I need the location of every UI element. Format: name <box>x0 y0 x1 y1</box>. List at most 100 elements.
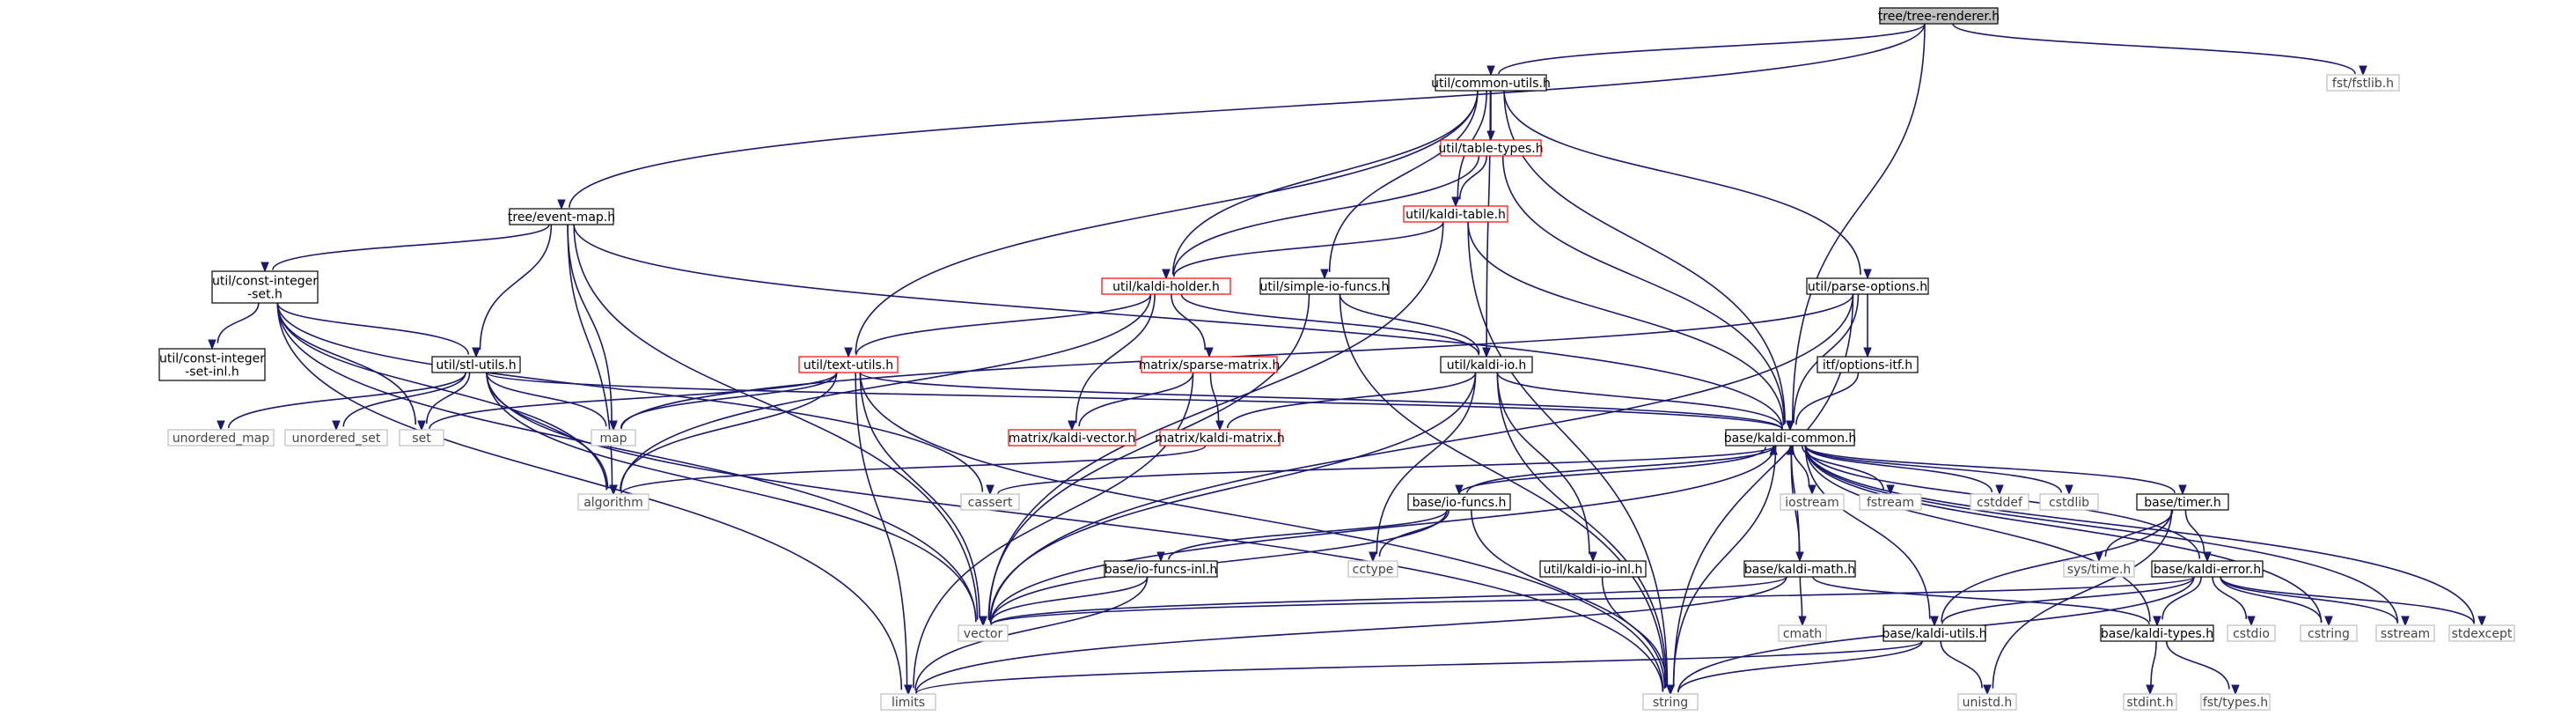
node-kaldi-holder[interactable]: util/kaldi-holder.h <box>1101 277 1231 295</box>
arrowhead <box>2231 684 2240 696</box>
node-simple-io[interactable]: util/simple-io-funcs.h <box>1259 277 1390 295</box>
arrowhead <box>1769 444 1778 455</box>
node-cassert: cassert <box>960 493 1020 511</box>
arrowhead <box>1786 444 1795 455</box>
node-table-types[interactable]: util/table-types.h <box>1438 139 1544 157</box>
node-box <box>1159 429 1281 447</box>
node-box <box>1806 277 1929 295</box>
edge-kaldi_error-to-vector <box>979 576 2195 627</box>
node-const-int-set[interactable]: util/const-integer-set.h <box>211 270 319 304</box>
edge-kaldi_math-to-kaldi_common <box>1786 444 1801 562</box>
edge-sparse_matrix-to-limits <box>904 372 1194 696</box>
node-const-int-set-inl[interactable]: util/const-integer-set-inl.h <box>158 348 266 381</box>
edge-kaldi_error-to-cstring <box>2220 576 2333 627</box>
arrowhead <box>2359 65 2367 77</box>
node-box <box>1816 356 1919 373</box>
node-label: iostream <box>1785 496 1839 510</box>
edge-stl_utils-to-vector <box>486 372 987 627</box>
node-box <box>2227 624 2276 642</box>
arrowhead <box>1863 347 1872 358</box>
node-kaldi-math[interactable]: base/kaldi-math.h <box>1743 560 1856 578</box>
node-box <box>577 493 650 511</box>
node-box <box>399 429 444 447</box>
node-kaldi-utils[interactable]: base/kaldi-utils.h <box>1882 624 1987 642</box>
node-label: cmath <box>1783 627 1822 641</box>
edge-parse_options-to-options_itf <box>1863 293 1872 358</box>
node-common-utils[interactable]: util/common-utils.h <box>1431 74 1551 92</box>
node-stl-utils[interactable]: util/stl-utils.h <box>431 356 521 373</box>
node-box <box>1859 493 1922 511</box>
node-label: base/kaldi-error.h <box>2154 563 2261 577</box>
edge-kaldi_utils-to-string <box>1666 640 1923 696</box>
node-box <box>2300 624 2358 642</box>
arrowhead <box>557 199 566 210</box>
node-text-utils[interactable]: util/text-utils.h <box>798 356 899 373</box>
node-label: cstring <box>2308 627 2350 641</box>
edge-common_utils-to-kaldi_common <box>1503 90 1794 432</box>
edge-timer-to-kaldi_error <box>2184 509 2212 563</box>
arrowhead <box>1930 616 1939 627</box>
node-event-map[interactable]: tree/event-map.h <box>508 208 615 225</box>
node-kaldi-matrix[interactable]: matrix/kaldi-matrix.h <box>1155 429 1285 447</box>
node-kaldi-error[interactable]: base/kaldi-error.h <box>2151 560 2264 578</box>
node-kaldi-table[interactable]: util/kaldi-table.h <box>1403 205 1508 223</box>
edge-simple_io-to-kaldi_io <box>1339 293 1491 358</box>
arrowhead <box>1786 420 1794 432</box>
arrowhead <box>1451 196 1460 208</box>
arrowhead <box>1486 130 1495 142</box>
node-box <box>960 493 1020 511</box>
node-algorithm: algorithm <box>577 493 650 511</box>
node-label: itf/options-itf.h <box>1823 358 1912 373</box>
arrowhead <box>472 347 481 358</box>
node-parse-options[interactable]: util/parse-options.h <box>1806 277 1929 295</box>
node-label: cassert <box>968 496 1013 510</box>
node-box <box>509 208 614 225</box>
node-cctype: cctype <box>1347 560 1398 578</box>
arrowhead <box>844 347 853 358</box>
node-label: cstdio <box>2233 627 2270 641</box>
arrowhead <box>1798 616 1807 627</box>
edge-kaldi_types-to-fst_types <box>2165 640 2240 696</box>
node-sparse-matrix[interactable]: matrix/sparse-matrix.h <box>1139 356 1281 373</box>
node-kaldi-io-inl[interactable]: util/kaldi-io-inl.h <box>1539 560 1647 578</box>
node-label: map <box>599 432 627 446</box>
arrowhead <box>1320 269 1329 280</box>
edge-const_int_set-to-stl_utils <box>276 302 481 358</box>
arrowhead <box>2401 616 2410 627</box>
edge-common_utils-to-kaldi_holder <box>1162 90 1479 280</box>
arrowhead <box>1068 420 1076 432</box>
node-set: set <box>399 429 444 447</box>
node-cstddef: cstddef <box>1970 493 2029 511</box>
node-box <box>2123 693 2177 711</box>
node-io-funcs[interactable]: base/io-funcs.h <box>1407 493 1511 511</box>
edge-io_funcs-to-cctype <box>1369 509 1450 563</box>
edge-kaldi_table-to-string <box>1467 221 1675 696</box>
edge-stl_utils-to-unordered_map <box>217 372 466 432</box>
node-io-funcs-inl[interactable]: base/io-funcs-inl.h <box>1104 560 1218 578</box>
arrowhead <box>1482 347 1491 358</box>
node-box <box>2136 493 2229 511</box>
node-label: sys/time.h <box>2067 563 2132 577</box>
node-box <box>1403 205 1508 223</box>
node-kaldi-common[interactable]: base/kaldi-common.h <box>1724 429 1857 447</box>
arrowhead <box>2203 551 2212 563</box>
node-box <box>158 348 266 381</box>
edge-common_utils-to-parse_options <box>1503 90 1872 280</box>
node-options-itf[interactable]: itf/options-itf.h <box>1816 356 1919 373</box>
edge-kaldi_math-to-limits <box>904 576 1787 696</box>
node-label: base/kaldi-types.h <box>2101 627 2213 641</box>
node-limits: limits <box>880 693 936 711</box>
arrowhead <box>2247 616 2256 627</box>
node-label: tree/tree-renderer.h <box>1878 10 2000 24</box>
edge-kaldi_error-to-stdexcept <box>2220 576 2486 627</box>
node-kaldi-io[interactable]: util/kaldi-io.h <box>1440 356 1533 373</box>
node-label: util/kaldi-table.h <box>1405 208 1506 222</box>
arrowhead <box>217 420 225 432</box>
edge-kaldi_error-to-kaldi_types <box>2153 576 2202 627</box>
arrowhead <box>2065 484 2073 496</box>
node-kaldi-types[interactable]: base/kaldi-types.h <box>2100 624 2214 642</box>
node-kaldi-vector[interactable]: matrix/kaldi-vector.h <box>1008 429 1136 447</box>
node-timer[interactable]: base/timer.h <box>2136 493 2229 511</box>
node-root[interactable]: tree/tree-renderer.h <box>1878 7 2000 25</box>
node-box <box>1347 560 1398 578</box>
